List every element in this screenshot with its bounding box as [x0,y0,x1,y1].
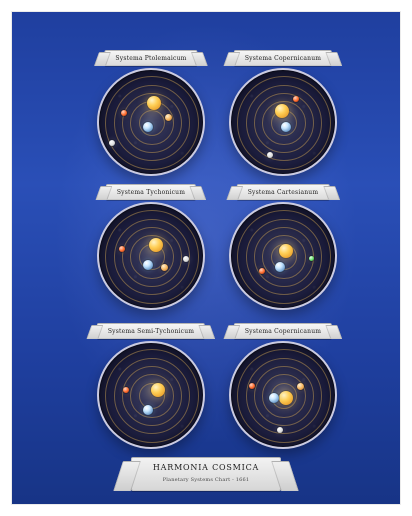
orbit-ring [113,357,191,435]
chart-6-banner-text: Systema Copernicanum [244,327,322,335]
chart-4: Systema Cartesianum [227,184,339,316]
planet-icon [183,256,189,262]
orbit-ring [138,109,166,137]
chart-4-banner-text: Systema Cartesianum [247,188,319,196]
orbit-ring [262,235,306,279]
orbit-ring [253,92,315,154]
chart-5-disc [97,341,205,449]
chart-3: Systema Tychonicum [95,184,207,316]
footer-subtitle: Planetary Systems Chart - 1661 [162,477,250,483]
chart-5: Systema Semi-Tychonicum [95,323,207,455]
chart-3-banner: Systema Tychonicum [105,184,197,200]
orbit-ring [262,101,306,145]
planet-icon [249,383,255,389]
earth-icon [143,122,153,132]
chart-5-banner-text: Systema Semi-Tychonicum [107,327,195,335]
chart-6: Systema Copernicanum [227,323,339,455]
planet-icon [277,427,283,433]
chart-5-banner: Systema Semi-Tychonicum [96,323,206,339]
orbit-ring [237,349,331,443]
earth-icon [281,122,291,132]
chart-4-disc [229,202,337,310]
disc-texture [99,343,203,447]
sun-icon [151,383,165,397]
planet-icon [309,256,314,261]
chart-3-banner-text: Systema Tychonicum [116,188,186,196]
planet-icon [121,110,127,116]
earth-icon [269,393,279,403]
orbit-ring [121,226,183,288]
orbit-ring [245,218,323,296]
orbit-ring [121,365,183,427]
planet-icon [161,264,168,271]
planet-icon [119,246,125,252]
sun-icon [279,244,293,258]
sun-icon [275,104,289,118]
chart-1-disc [97,68,205,176]
chart-3-disc [97,202,205,310]
earth-icon [143,405,153,415]
planet-icon [293,96,299,102]
sun-icon [279,391,293,405]
earth-icon [143,260,153,270]
planet-icon [123,387,129,393]
orbit-ring [245,357,323,435]
chart-2: Systema Copernicanum [227,50,339,182]
poster: Systema Ptolemaicum Systema Copernicanum [12,12,400,504]
planet-icon [267,152,273,158]
orbit-ring [113,218,191,296]
chart-2-disc [229,68,337,176]
chart-1-banner-text: Systema Ptolemaicum [115,54,187,62]
orbit-ring [105,349,199,443]
orbit-ring [237,210,331,304]
planet-icon [259,268,265,274]
sun-icon [147,96,161,110]
sun-icon [149,238,163,252]
orbit-ring [130,235,174,279]
footer-ribbon: HARMONIA COSMICA Planetary Systems Chart… [131,457,281,491]
planet-icon [109,140,115,146]
chart-6-banner: Systema Copernicanum [233,323,333,339]
orbit-ring [105,76,199,170]
footer-title: HARMONIA COSMICA [152,463,260,472]
chart-1-banner: Systema Ptolemaicum [104,50,198,66]
orbit-ring [237,76,331,170]
chart-2-banner: Systema Copernicanum [233,50,333,66]
orbit-ring [105,210,199,304]
orbit-ring [253,365,315,427]
chart-1: Systema Ptolemaicum [95,50,207,182]
footer-ribbon-shape [131,457,281,491]
earth-icon [275,262,285,272]
orbit-ring [245,84,323,162]
orbit-ring [130,374,174,418]
planet-icon [297,383,304,390]
chart-6-disc [229,341,337,449]
planet-icon [165,114,172,121]
orbit-ring [113,84,191,162]
orbit-ring [121,92,183,154]
chart-4-banner: Systema Cartesianum [236,184,330,200]
chart-2-banner-text: Systema Copernicanum [244,54,322,62]
orbit-ring [262,374,306,418]
